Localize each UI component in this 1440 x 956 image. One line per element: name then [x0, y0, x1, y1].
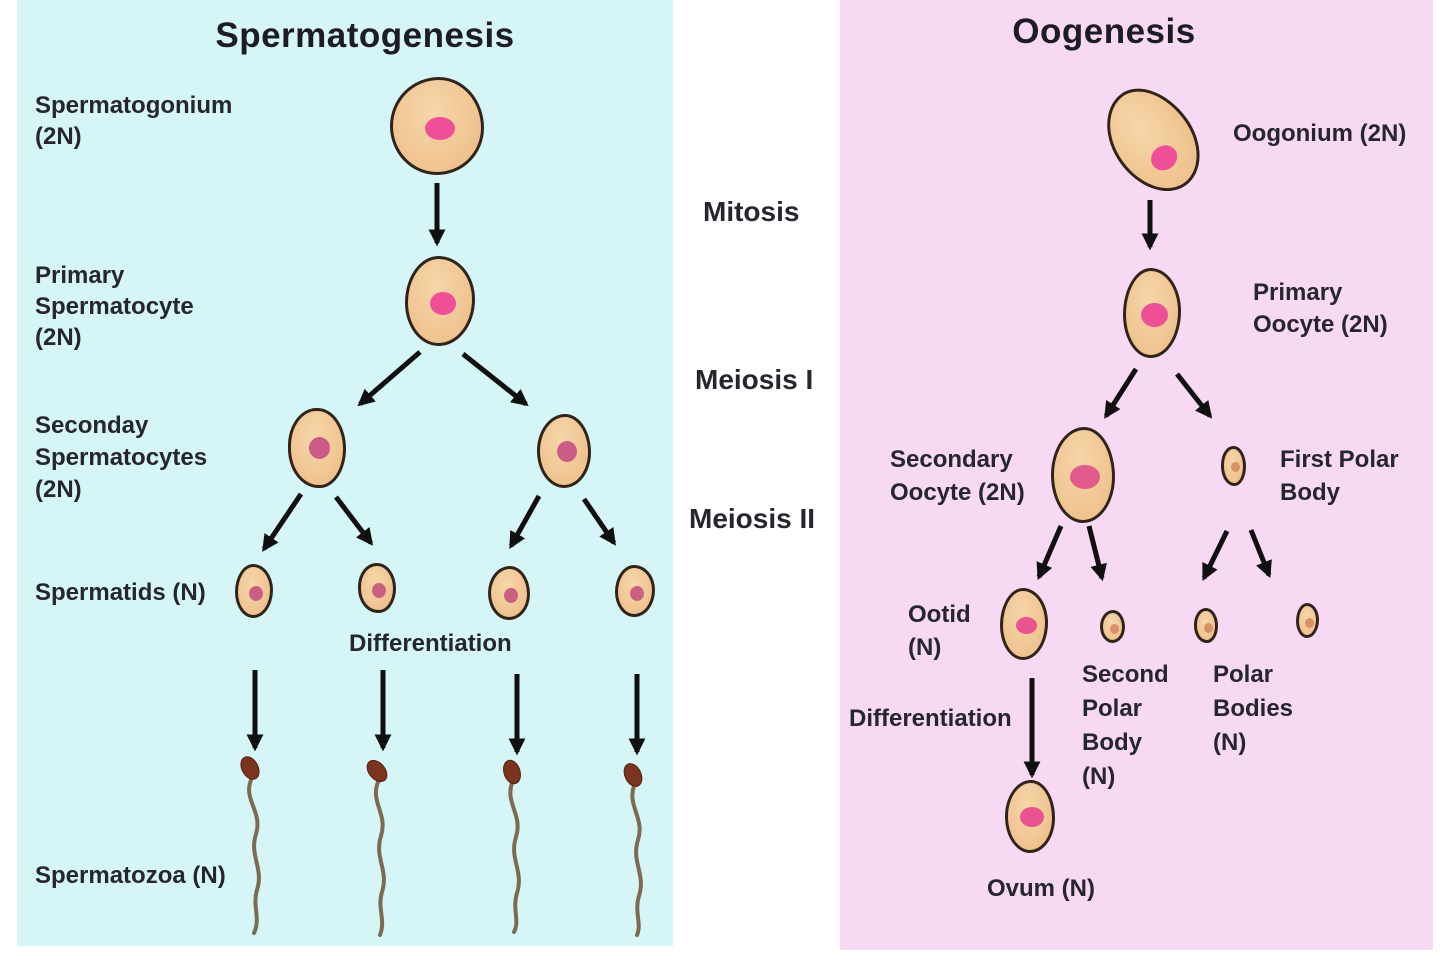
meiosis-2-label: Meiosis II: [689, 503, 816, 534]
oogenesis-title: Oogenesis: [1012, 12, 1196, 51]
ootid-label: Ootid (N): [908, 601, 971, 661]
oogonium-label: Oogonium (2N): [1233, 120, 1407, 147]
mitosis-label: Mitosis: [703, 196, 800, 227]
ovum-cell: [1005, 780, 1055, 853]
secondary-spermatocyte-cell-right: [537, 414, 591, 488]
spermatogonium-cell: [390, 77, 484, 175]
secondary-oocyte-cell: [1051, 427, 1115, 523]
first-polar-body-cell: [1221, 446, 1246, 486]
spermatogenesis-title: Spermatogenesis: [215, 16, 515, 55]
differentiation-right-label: Differentiation: [849, 705, 1012, 732]
primary-oocyte-cell: [1123, 268, 1181, 358]
first-polar-body-label: First Polar Body: [1280, 446, 1399, 506]
meiosis-1-label: Meiosis I: [695, 364, 814, 395]
polar-body-cell-1: [1194, 608, 1218, 643]
primary-oocyte-label: Primary Oocyte (2N): [1253, 279, 1388, 338]
differentiation-left-label: Differentiation: [349, 630, 512, 657]
secondary-spermatocytes-label: Seconday Spermatocytes (2N): [35, 412, 208, 503]
spermatid-cell-2: [358, 563, 396, 613]
spermatid-cell-3: [488, 566, 530, 620]
spermatogonium-label: Spermatogonium (2N): [35, 92, 233, 150]
polar-bodies-label: Polar Bodies (N): [1213, 661, 1294, 756]
spermatozoa-label: Spermatozoa (N): [35, 862, 226, 889]
spermatid-cell-1: [235, 564, 273, 618]
polar-body-cell-2: [1296, 603, 1319, 638]
second-polar-body-cell: [1100, 610, 1125, 643]
secondary-oocyte-label: Secondary Oocyte (2N): [890, 446, 1025, 506]
spermatids-label: Spermatids (N): [35, 579, 206, 606]
ootid-cell: [1000, 588, 1048, 660]
primary-spermatocyte-label: Primary Spermatocyte (2N): [35, 262, 194, 351]
primary-spermatocyte-cell: [405, 256, 475, 346]
ovum-label: Ovum (N): [987, 875, 1095, 902]
secondary-spermatocyte-cell-left: [288, 408, 346, 488]
second-polar-body-label: Second Polar Body (N): [1082, 661, 1169, 790]
spermatid-cell-4: [615, 565, 655, 617]
